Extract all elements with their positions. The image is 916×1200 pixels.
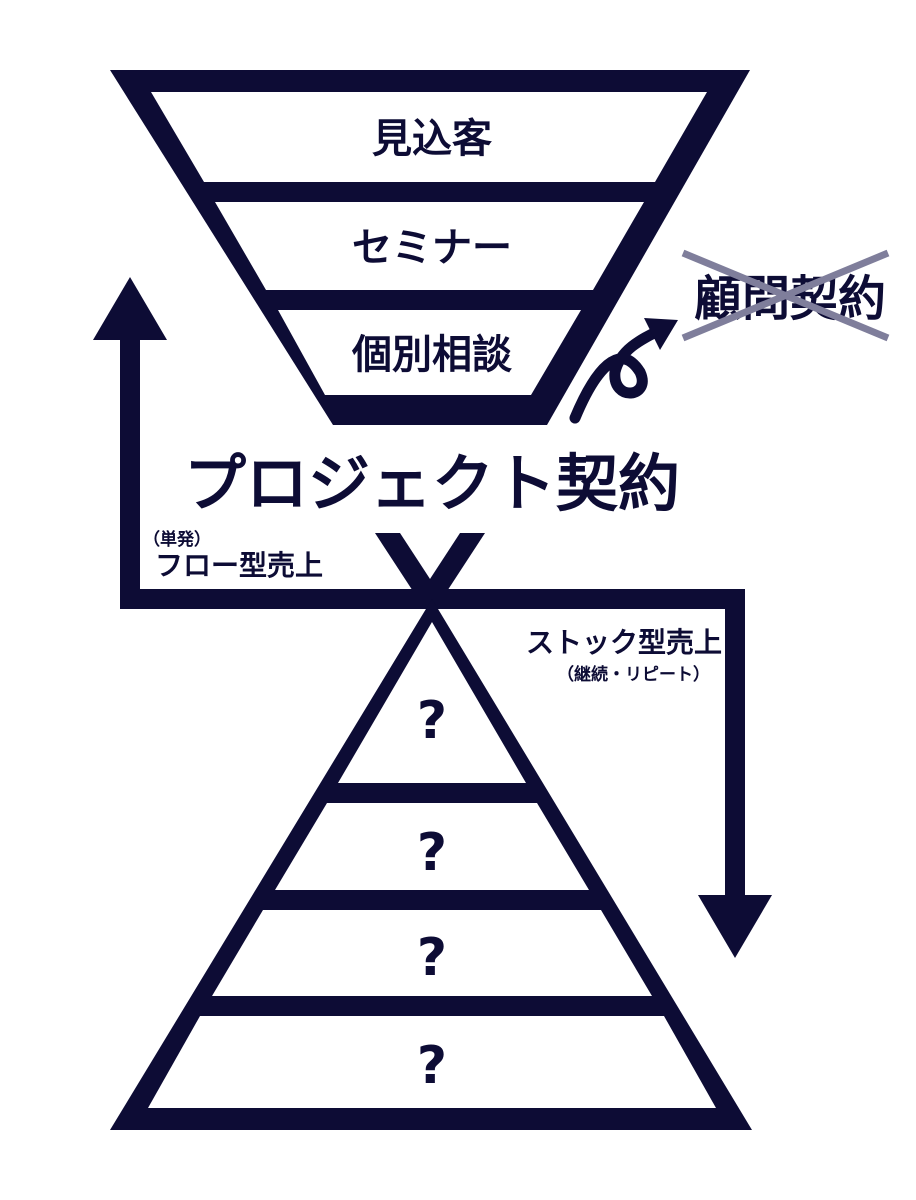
pyramid-level-2-label: ? — [417, 823, 447, 883]
pyramid-level-3 — [212, 910, 652, 996]
pyramid-level-1 — [338, 622, 526, 783]
funnel-level-2 — [215, 202, 644, 290]
loop-arrow — [569, 318, 678, 424]
stock-arrow — [432, 589, 772, 958]
crossed-out-group: 顧問契約 — [681, 249, 890, 342]
pyramid-level-4-label: ? — [417, 1036, 447, 1096]
cross-line-right — [413, 533, 485, 605]
strike-line-2 — [681, 249, 890, 342]
loop-arrow-curve — [569, 324, 666, 424]
flow-label: フロー型売上 — [155, 549, 323, 582]
flow-note: （単発） — [143, 529, 211, 550]
flow-arrow-head — [93, 277, 167, 340]
funnel-level-1-label: 見込客 — [372, 116, 492, 162]
pyramid: ? ? ? ? — [110, 599, 752, 1130]
flow-arrow — [93, 277, 432, 609]
funnel-level-3-label: 個別相談 — [351, 332, 512, 378]
loop-arrow-head — [644, 318, 678, 350]
funnel-level-3 — [278, 310, 581, 395]
pyramid-level-2 — [275, 803, 589, 890]
pyramid-level-4 — [148, 1016, 716, 1108]
stock-note: （継続・リピート） — [557, 664, 710, 685]
pyramid-level-1-label: ? — [417, 691, 447, 751]
cross-connector — [375, 533, 485, 605]
funnel-level-2-label: セミナー — [352, 225, 512, 271]
center-title: プロジェクト契約 — [184, 447, 680, 520]
pyramid-level-3-label: ? — [417, 928, 447, 988]
stock-arrow-head — [698, 895, 772, 958]
stock-label: ストック型売上 — [526, 626, 722, 659]
funnel-level-1 — [151, 92, 707, 182]
funnel: 見込客 セミナー 個別相談 — [110, 70, 750, 425]
